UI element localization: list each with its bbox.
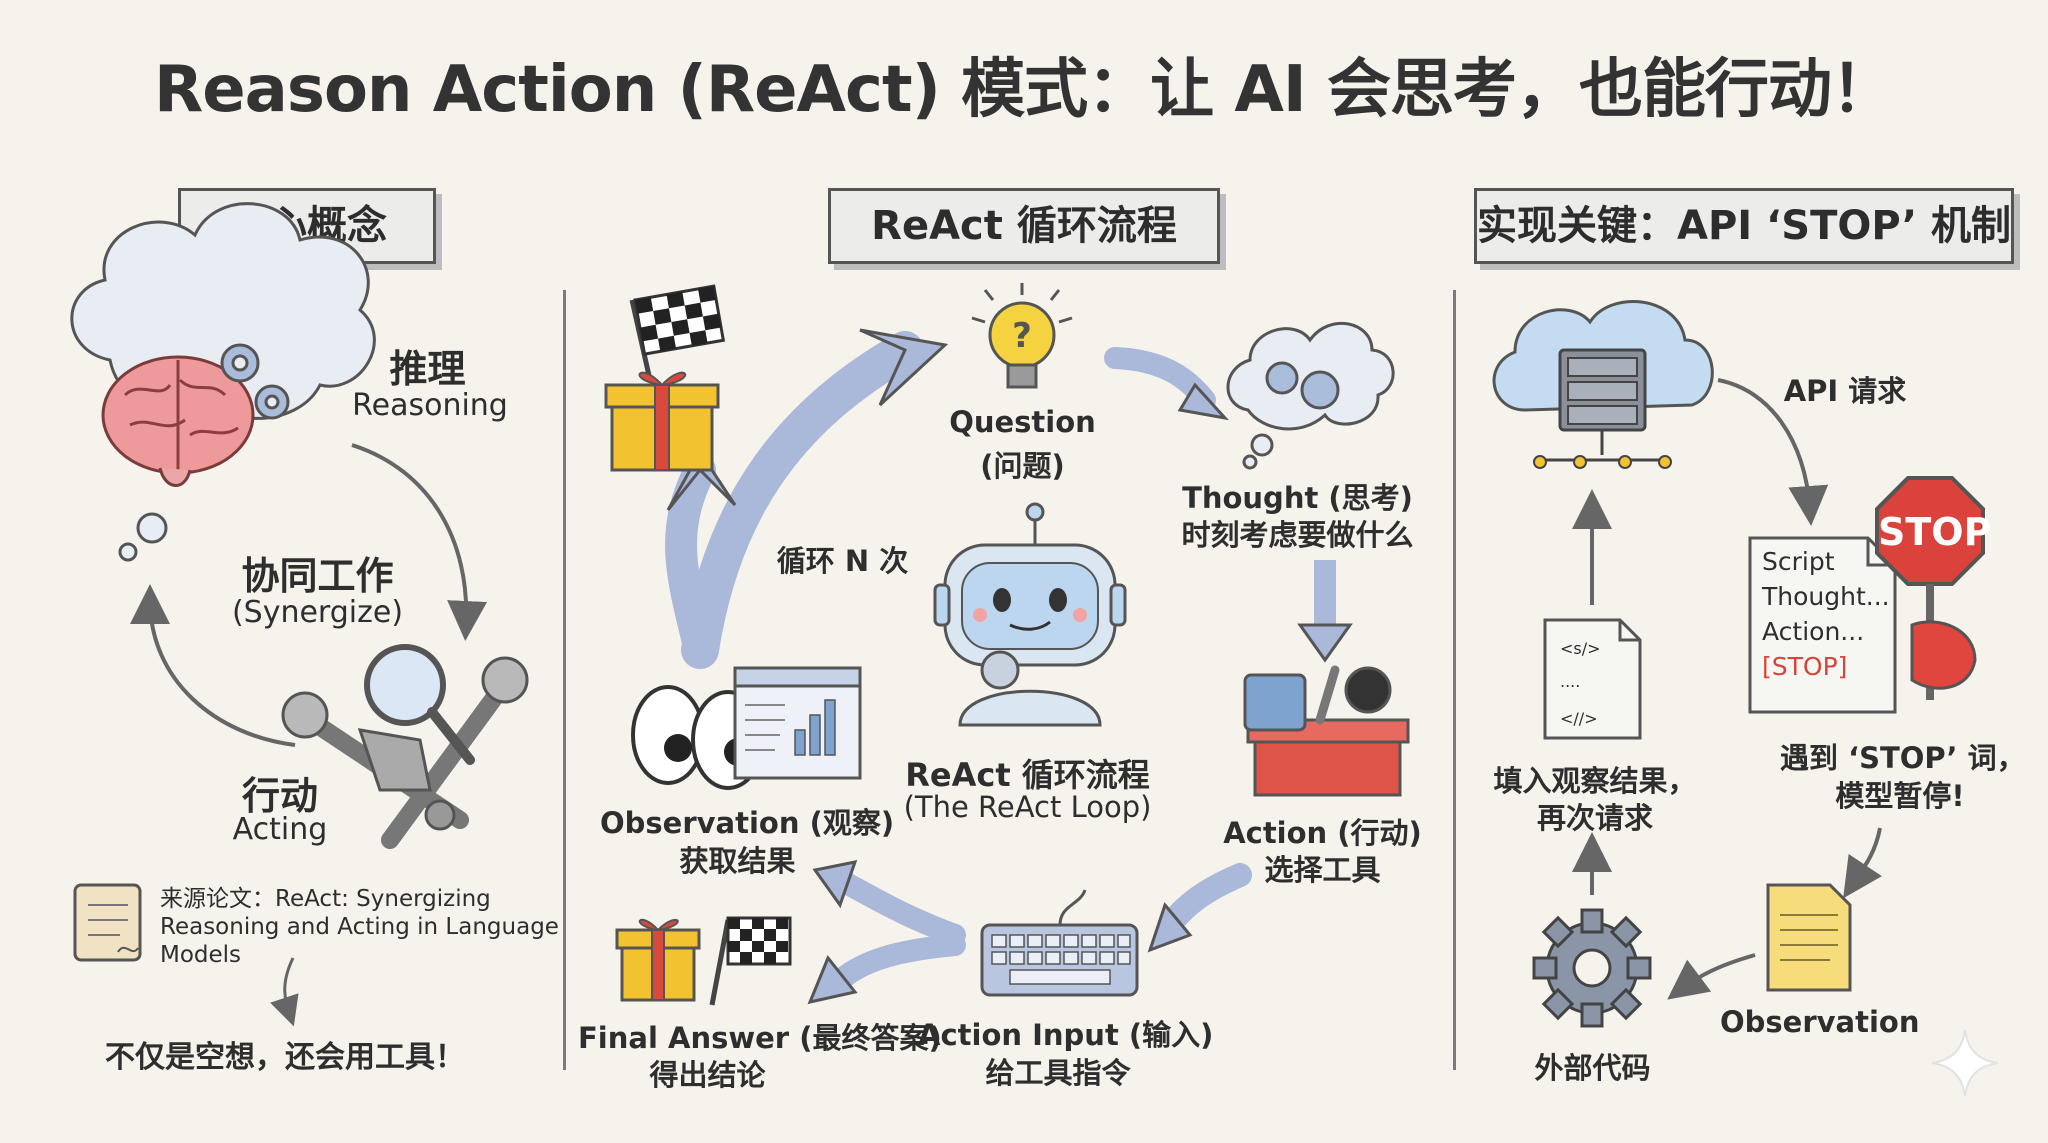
thought-bubble-icon xyxy=(1226,321,1395,470)
robot-hand-icon xyxy=(357,728,456,831)
final-gift-icon xyxy=(615,919,701,1002)
external-gear-icon xyxy=(1532,908,1652,1028)
label-center-en: (The ReAct Loop) xyxy=(903,790,1152,824)
lightbulb-icon: ? xyxy=(971,283,1073,389)
arrow-input-to-final xyxy=(824,934,966,996)
label-center-cn: ReAct 循环流程 xyxy=(905,756,1150,794)
arrow-action-to-input xyxy=(1158,863,1252,937)
code-line-3: <//> xyxy=(1560,709,1598,728)
arrow-api-request xyxy=(1717,378,1829,526)
section-title-loop: ReAct 循环流程 xyxy=(828,188,1220,264)
final-flag-icon xyxy=(709,916,792,1006)
label-action-en: Action (行动) xyxy=(1223,816,1422,850)
label-observation-en: Observation (观察) xyxy=(600,806,895,840)
sparkle-icon xyxy=(1931,1029,1999,1097)
gift-box-icon xyxy=(604,371,720,472)
label-observation-cn: 获取结果 xyxy=(679,844,796,878)
arrow-observation-to-code xyxy=(1667,953,1756,1000)
arrow-acting-to-reasoning xyxy=(130,584,296,747)
label-loop-n: 循环 N 次 xyxy=(776,544,909,578)
stop-sign-icon xyxy=(1875,476,1985,700)
label-stop-caption-2: 模型暂停! xyxy=(1835,779,1965,813)
code-line-2: .... xyxy=(1560,672,1581,691)
label-thought-en: Thought (思考) xyxy=(1182,481,1413,515)
source-paper-line2: Reasoning and Acting in Language xyxy=(160,914,559,940)
svg-text:?: ? xyxy=(1012,316,1032,356)
label-final-answer-cn: 得出结论 xyxy=(649,1058,766,1092)
acting-cn: 行动 xyxy=(241,774,318,818)
script-line-2: Thought... xyxy=(1762,582,1890,611)
stop-sign-text: STOP xyxy=(1878,510,1992,554)
arrow-loop-back xyxy=(681,331,924,669)
robot-icon xyxy=(933,502,1127,727)
label-action-input-cn: 给工具指令 xyxy=(985,1056,1131,1090)
cloud-server-icon xyxy=(1492,300,1714,469)
label-external-code: 外部代码 xyxy=(1534,1051,1651,1085)
arrow-input-to-observation xyxy=(829,869,966,946)
synergize-cn: 协同工作 xyxy=(241,554,394,598)
label-action-cn: 选择工具 xyxy=(1264,853,1381,887)
script-line-1: Script xyxy=(1762,547,1835,576)
label-api-request: API 请求 xyxy=(1783,374,1907,408)
source-paper-line1: 来源论文：ReAct: Synergizing xyxy=(160,886,491,912)
code-line-1: <s/> xyxy=(1560,639,1601,658)
arrow-source-to-tagline xyxy=(270,957,299,1027)
arrow-reasoning-to-acting xyxy=(351,443,488,641)
reasoning-cn: 推理 xyxy=(389,347,466,391)
toolbox-icon xyxy=(1243,665,1410,797)
code-document-icon xyxy=(1543,618,1642,740)
label-question-cn: (问题) xyxy=(980,449,1065,483)
label-question-en: Question xyxy=(949,405,1096,439)
paper-scroll-icon xyxy=(73,883,142,962)
label-observation-right: Observation xyxy=(1720,1005,1920,1039)
synergize-en: (Synergize) xyxy=(231,595,404,630)
chart-window-icon xyxy=(733,666,862,780)
keyboard-icon xyxy=(980,889,1139,997)
divider-right xyxy=(1453,290,1456,1070)
source-paper-line3: Models xyxy=(160,942,242,968)
magnifier-icon xyxy=(364,644,475,765)
gear-icon xyxy=(220,343,290,420)
arrow-stop-to-observation xyxy=(1843,827,1882,899)
observation-paper-icon xyxy=(1766,883,1852,992)
script-paper-icon xyxy=(1748,536,1897,714)
section-title-key: 实现关键：API ‘STOP’ 机制 xyxy=(1474,188,2014,264)
brain-icon xyxy=(101,355,255,487)
acting-en: Acting xyxy=(232,812,328,847)
label-thought-cn: 时刻考虑要做什么 xyxy=(1181,518,1414,552)
label-action-input-en: Action Input (输入) xyxy=(918,1018,1214,1052)
finish-flag-icon xyxy=(629,284,726,381)
reasoning-en: Reasoning xyxy=(352,388,508,423)
script-line-3: Action... xyxy=(1762,617,1865,646)
label-refill-2: 再次请求 xyxy=(1536,801,1653,835)
page-title: Reason Action (ReAct) 模式：让 AI 会思考，也能行动！ xyxy=(153,53,1895,127)
label-final-answer-en: Final Answer (最终答案) xyxy=(578,1021,942,1055)
label-refill-1: 填入观察结果， xyxy=(1493,764,1697,798)
label-stop-caption-1: 遇到 ‘STOP’ 词， xyxy=(1780,741,2026,775)
script-line-stop: [STOP] xyxy=(1762,652,1848,681)
divider-left xyxy=(563,290,566,1070)
tagline: 不仅是空想，还会用工具！ xyxy=(105,1040,465,1075)
